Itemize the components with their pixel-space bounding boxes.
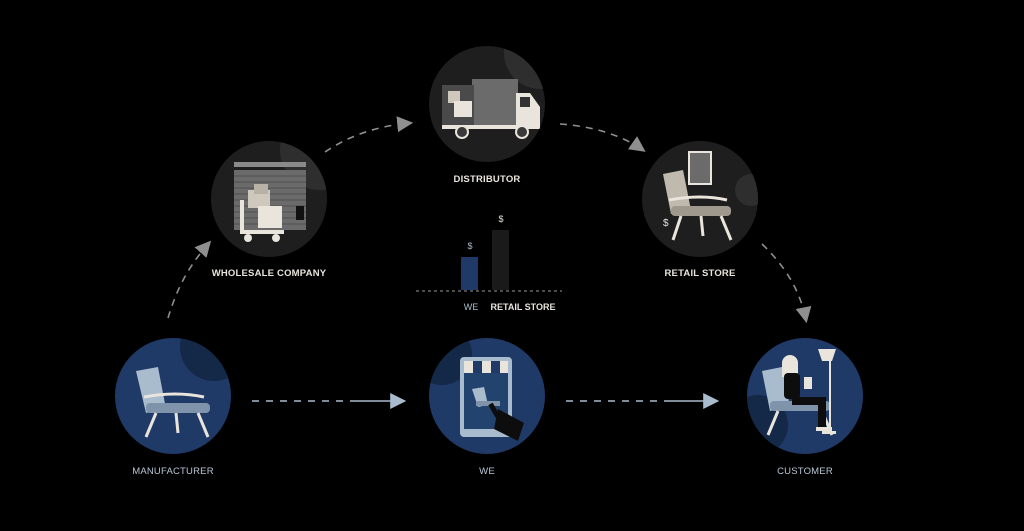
online-store-icon: [429, 338, 545, 454]
arrow-distributor-to-retail: [559, 123, 646, 152]
we-price-symbol: $: [467, 241, 472, 251]
retail-label: RETAIL STORE: [664, 268, 736, 279]
price-comparison: $ $ WE RETAIL STORE: [416, 214, 562, 312]
retail-chair-icon: $: [642, 141, 758, 257]
bar-we-price: [461, 257, 478, 290]
bar-retail-price: [492, 230, 509, 290]
retail-price-symbol: $: [498, 214, 503, 224]
warehouse-icon: [211, 141, 327, 257]
customer-label: CUSTOMER: [777, 466, 833, 477]
retail-bar-label: RETAIL STORE: [490, 302, 555, 312]
manufacturer-label: MANUFACTURER: [132, 466, 214, 477]
truck-icon: [429, 46, 545, 162]
arrow-manufacturer-to-wholesale: [167, 240, 212, 319]
we-bar-label: WE: [464, 302, 479, 312]
manufacturer-chair-icon: [115, 338, 231, 454]
wholesale-label: WHOLESALE COMPANY: [211, 268, 327, 279]
distributor-label: DISTRIBUTOR: [453, 174, 521, 185]
arrow-retail-to-customer: [761, 243, 812, 324]
svg-text:$: $: [663, 218, 669, 229]
we-label: WE: [479, 466, 495, 477]
customer-icon: [747, 338, 863, 454]
arrow-wholesale-to-distributor: [324, 116, 414, 153]
